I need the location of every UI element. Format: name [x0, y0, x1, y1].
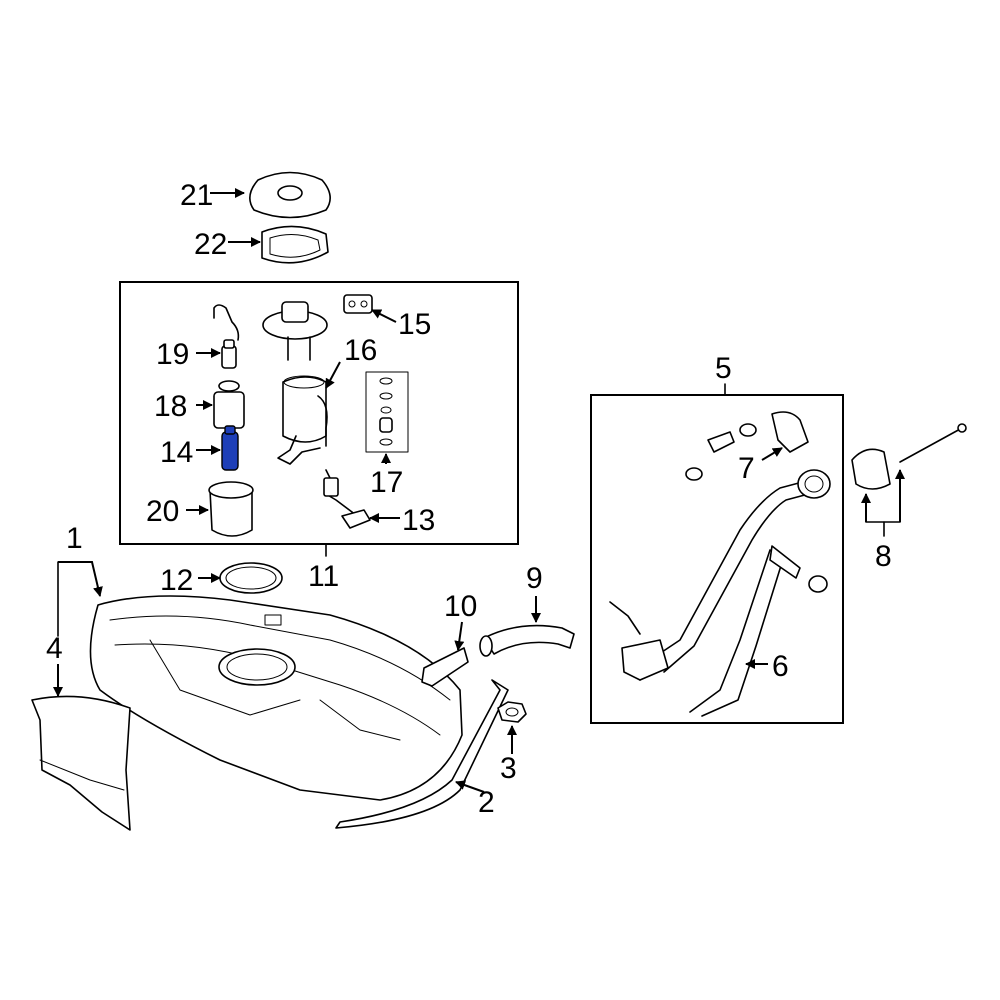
part-8-fuel-door[interactable] — [851, 423, 967, 490]
callout-10: 10 — [444, 590, 477, 623]
part-6-vent-pipe[interactable] — [689, 545, 801, 717]
callout-labels: 21 22 15 19 16 18 14 17 20 13 11 12 1 4 … — [46, 179, 892, 819]
filler-neck-box — [590, 394, 844, 724]
callout-6: 6 — [772, 650, 789, 683]
part-9-hose[interactable] — [479, 624, 575, 657]
part-16-pump-module[interactable] — [277, 375, 328, 465]
callout-4: 4 — [46, 632, 63, 665]
hose-line — [213, 304, 240, 341]
callout-2: 2 — [478, 786, 495, 819]
callout-8: 8 — [875, 540, 892, 573]
part-1-fuel-tank[interactable] — [89, 595, 463, 801]
callout-9: 9 — [526, 562, 543, 595]
callout-7: 7 — [738, 452, 755, 485]
pump-flange[interactable] — [262, 301, 328, 361]
callout-19: 19 — [156, 338, 189, 371]
callout-15: 15 — [398, 308, 431, 341]
part-4-shield[interactable] — [31, 695, 131, 831]
part-21-cover[interactable] — [249, 171, 331, 219]
callout-11: 11 — [308, 560, 339, 593]
part-2-strap[interactable] — [335, 679, 509, 829]
part-18-filter[interactable] — [213, 380, 245, 429]
part-14-fuel-pump[interactable] — [221, 425, 239, 471]
part-22-gasket[interactable] — [261, 225, 329, 264]
callout-12: 12 — [160, 564, 193, 597]
part-5-filler-neck[interactable] — [609, 469, 831, 681]
callout-1: 1 — [66, 522, 83, 555]
callout-18: 18 — [154, 390, 187, 423]
part-7-filler-parts[interactable] — [685, 411, 809, 481]
part-3-nut[interactable] — [497, 701, 527, 723]
part-19-valve[interactable] — [221, 339, 237, 369]
callout-5: 5 — [715, 352, 732, 385]
part-10-bracket[interactable] — [421, 647, 469, 687]
callout-16: 16 — [344, 334, 377, 367]
callout-14: 14 — [160, 436, 193, 469]
callout-21: 21 — [180, 179, 213, 212]
part-17-orings[interactable] — [365, 371, 409, 453]
callout-3: 3 — [500, 752, 517, 785]
part-15-connector[interactable] — [343, 294, 373, 314]
callout-20: 20 — [146, 495, 179, 528]
part-20-housing[interactable] — [208, 481, 254, 537]
part-12-ring[interactable] — [219, 562, 283, 594]
callout-13: 13 — [402, 504, 435, 537]
callout-22: 22 — [194, 228, 227, 261]
leader-lines — [53, 188, 905, 793]
callout-17: 17 — [370, 466, 403, 499]
pump-assembly-box — [119, 281, 519, 545]
part-13-sender[interactable] — [323, 469, 371, 529]
